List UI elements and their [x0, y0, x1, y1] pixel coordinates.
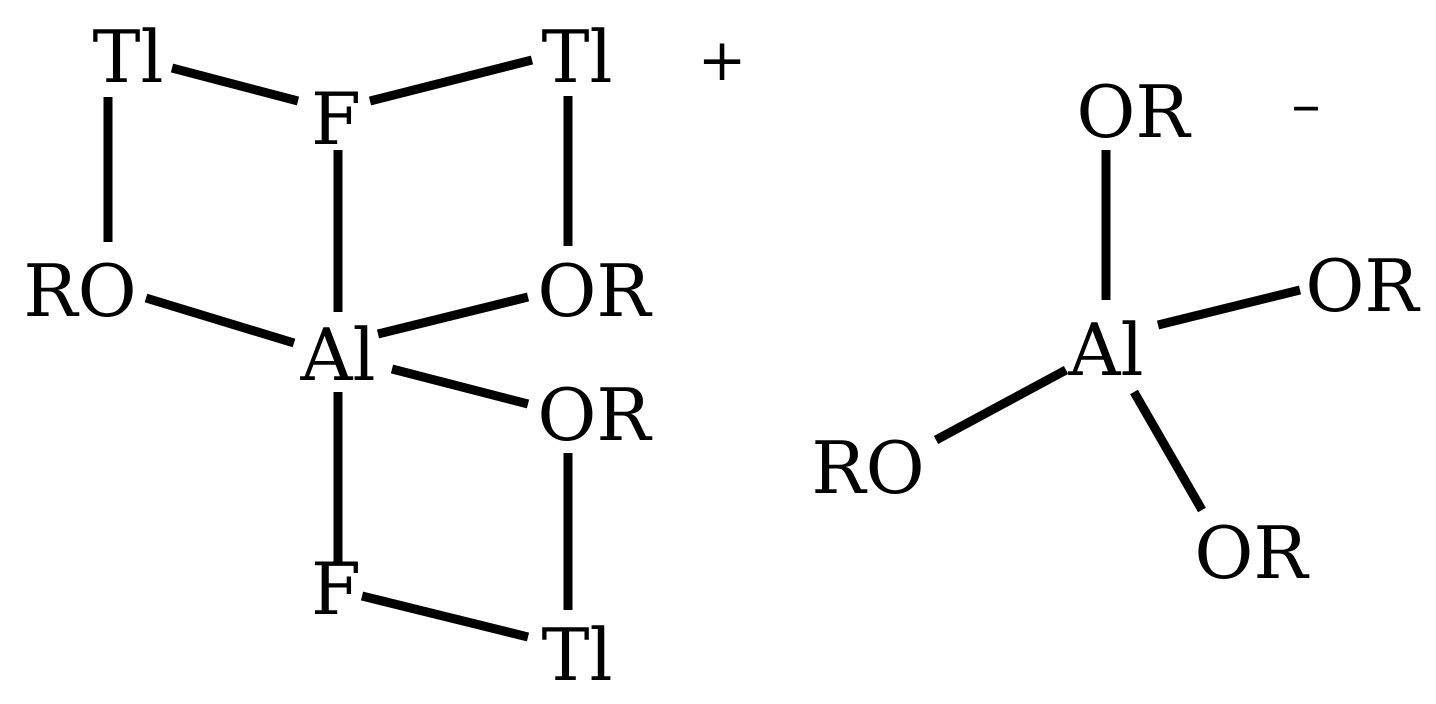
bond-ro-al-left: [933, 366, 1069, 444]
anion-structure: OR Al OR RO OR –: [811, 70, 1420, 595]
atom-or-lower: OR: [537, 373, 652, 457]
bond-f-tl-bottom: [360, 591, 530, 642]
anion-charge-sign: –: [1292, 70, 1321, 138]
bond-al-or-right: [376, 292, 530, 339]
cation-charge-sign: +: [698, 26, 747, 94]
atom-f-top: F: [311, 77, 361, 161]
bond-al-or-bottom: [1130, 389, 1206, 513]
bond-f-tl-top: [368, 55, 534, 106]
atom-ro-left: RO: [811, 426, 924, 510]
atom-tl-top-left: Tl: [92, 15, 163, 99]
atom-tl-top-right: Tl: [541, 15, 612, 99]
atom-or-bottom: OR: [1194, 511, 1309, 595]
atom-or-right: OR: [537, 249, 652, 333]
atom-ro-left: RO: [23, 249, 136, 333]
atom-f-bottom: F: [311, 547, 361, 631]
atom-al-center: Al: [299, 313, 375, 397]
bond-al-or-right: [1156, 285, 1302, 330]
atom-or-top: OR: [1076, 70, 1191, 154]
atom-al-center: Al: [1067, 308, 1143, 392]
atom-tl-bottom: Tl: [541, 613, 612, 697]
atom-or-right: OR: [1305, 244, 1420, 328]
bond-ro-al: [144, 293, 296, 348]
bond-tl-f-top: [170, 63, 300, 106]
cation-structure: Tl F Tl RO OR Al OR F Tl +: [23, 15, 746, 697]
bond-al-or-lower: [390, 364, 530, 409]
